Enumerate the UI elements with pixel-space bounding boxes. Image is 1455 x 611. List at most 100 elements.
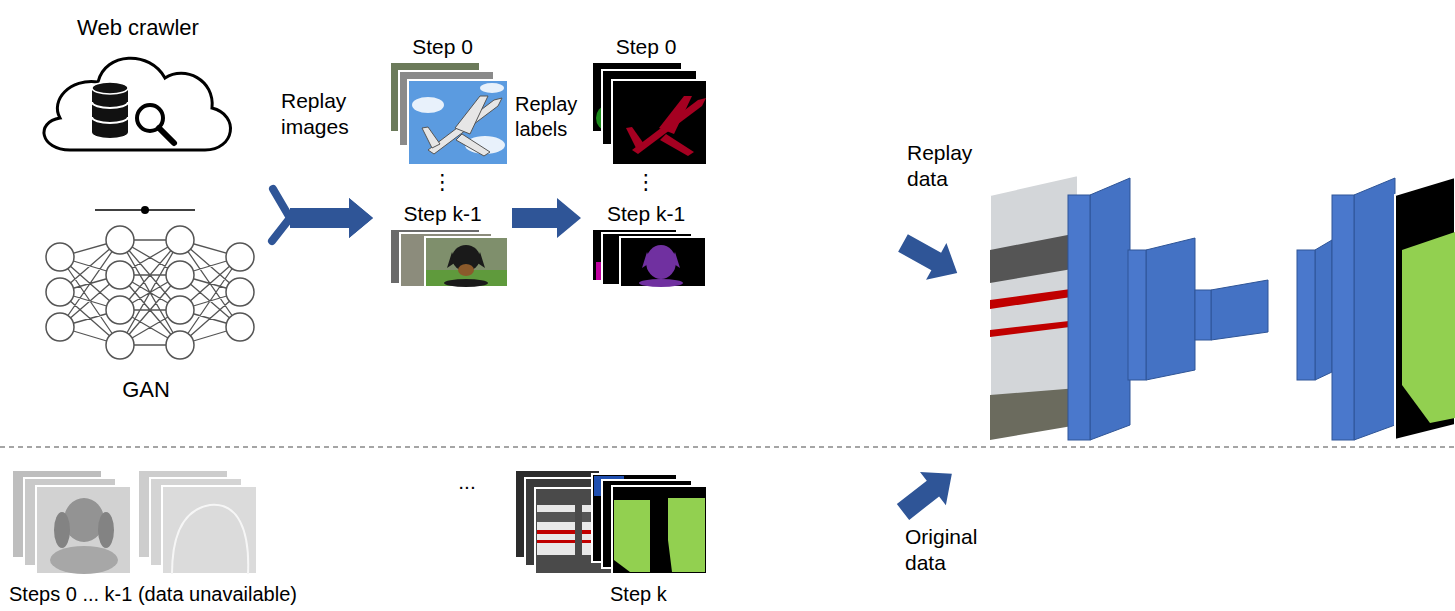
current-masks xyxy=(592,474,707,574)
unavailable-masks xyxy=(162,486,257,574)
neural-network-icon xyxy=(106,261,134,289)
neural-network-icon xyxy=(226,278,254,306)
alternative-separator xyxy=(95,206,195,214)
photo-stack xyxy=(408,80,508,165)
network-block xyxy=(1297,250,1315,380)
output-mask xyxy=(1395,177,1455,440)
unavailable-images xyxy=(64,498,104,542)
current-images xyxy=(537,512,575,522)
neural-network-icon xyxy=(46,226,254,359)
photo-stack xyxy=(422,96,502,156)
replay-images-panel: Step 0 ⋮ Step k-1 xyxy=(373,30,512,290)
network-block xyxy=(1315,240,1332,380)
network-block xyxy=(1211,280,1268,340)
node-text: ⋮ xyxy=(581,170,711,194)
network-block xyxy=(1128,250,1146,380)
node-text: Step k-1 xyxy=(581,202,711,226)
output-mask xyxy=(1395,177,1455,440)
input-image xyxy=(990,288,1078,309)
mask-stack xyxy=(620,237,706,287)
current-images xyxy=(537,540,575,543)
unavailable-images xyxy=(50,546,118,574)
neural-network-icon xyxy=(46,243,74,271)
photo-stack xyxy=(444,279,488,287)
photo-stack xyxy=(456,134,490,156)
network-block xyxy=(1090,178,1130,440)
input-arrow xyxy=(893,225,968,292)
photo-stack xyxy=(458,264,474,276)
photo-stack xyxy=(390,62,508,165)
current-masks xyxy=(614,500,650,572)
neural-network-icon xyxy=(46,226,254,359)
edge-label: Replay images xyxy=(281,88,361,141)
neural-network-icon xyxy=(226,313,254,341)
input-image xyxy=(990,320,1078,337)
node-text: Step k xyxy=(610,583,667,606)
output-mask xyxy=(1402,232,1455,423)
neural-network-icon xyxy=(60,240,240,345)
photo-stack xyxy=(422,127,440,148)
mask-stack xyxy=(612,80,707,165)
input-image xyxy=(990,175,1078,440)
neural-network-icon xyxy=(106,331,134,359)
network-block xyxy=(1068,178,1395,440)
current-images xyxy=(537,505,575,555)
flow-arrow xyxy=(273,189,373,238)
unavailable-masks xyxy=(172,505,248,574)
replay-labels-panel: Step 0 ⋮ Step k-1 xyxy=(581,30,711,290)
box-fill xyxy=(373,30,512,290)
unavailable-images xyxy=(36,486,131,574)
neural-network-icon xyxy=(46,313,74,341)
node-text: Web crawler xyxy=(3,15,273,40)
input-image xyxy=(990,233,1078,283)
node-text: Step 0 xyxy=(581,35,711,59)
unavailable-images xyxy=(12,470,131,574)
current-masks xyxy=(668,498,705,572)
input-arrow xyxy=(890,457,965,528)
neural-network-icon xyxy=(166,261,194,289)
arrow-body xyxy=(290,198,373,238)
flow-label: Replay data xyxy=(907,140,989,193)
mask-stack xyxy=(660,134,694,156)
cloud-icon xyxy=(159,128,174,143)
neural-network-icon xyxy=(166,331,194,359)
network-block xyxy=(1068,195,1090,440)
node-text: GAN xyxy=(20,377,272,402)
alternative-separator xyxy=(141,206,149,214)
neural-network-icon xyxy=(106,296,134,324)
node-text: Steps 0 ... k-1 (data unavailable) xyxy=(9,583,297,606)
cloud-icon xyxy=(44,58,230,150)
mask-stack xyxy=(639,279,683,287)
node-text: ... xyxy=(447,470,487,494)
photo-stack xyxy=(390,229,508,287)
mask-stack xyxy=(639,245,683,287)
cloud-icon xyxy=(92,82,128,94)
box-fill xyxy=(581,30,711,290)
mask-stack xyxy=(646,245,676,279)
node-text: Step 0 xyxy=(373,35,512,59)
neural-network-icon xyxy=(166,296,194,324)
network-block xyxy=(1146,238,1195,380)
arrow-body xyxy=(290,198,373,238)
current-masks xyxy=(612,486,707,574)
photo-stack xyxy=(412,97,444,113)
cloud-icon xyxy=(44,58,230,150)
flow-arrow xyxy=(272,198,373,241)
photo-stack xyxy=(455,96,488,134)
mask-stack xyxy=(592,62,707,165)
flow-label: Original data xyxy=(905,524,993,577)
arrow-body xyxy=(512,198,581,238)
cloud-icon xyxy=(92,126,128,138)
network-block xyxy=(1332,195,1354,440)
network-block xyxy=(1354,178,1395,440)
node-text: Step k-1 xyxy=(373,202,512,226)
unavailable-masks xyxy=(138,470,257,574)
current-images xyxy=(537,530,575,534)
arrow-feed xyxy=(273,189,290,218)
unavailable-images xyxy=(98,512,114,548)
node-text: ⋮ xyxy=(373,170,512,194)
neural-network-icon xyxy=(166,226,194,254)
input-image xyxy=(990,388,1078,440)
